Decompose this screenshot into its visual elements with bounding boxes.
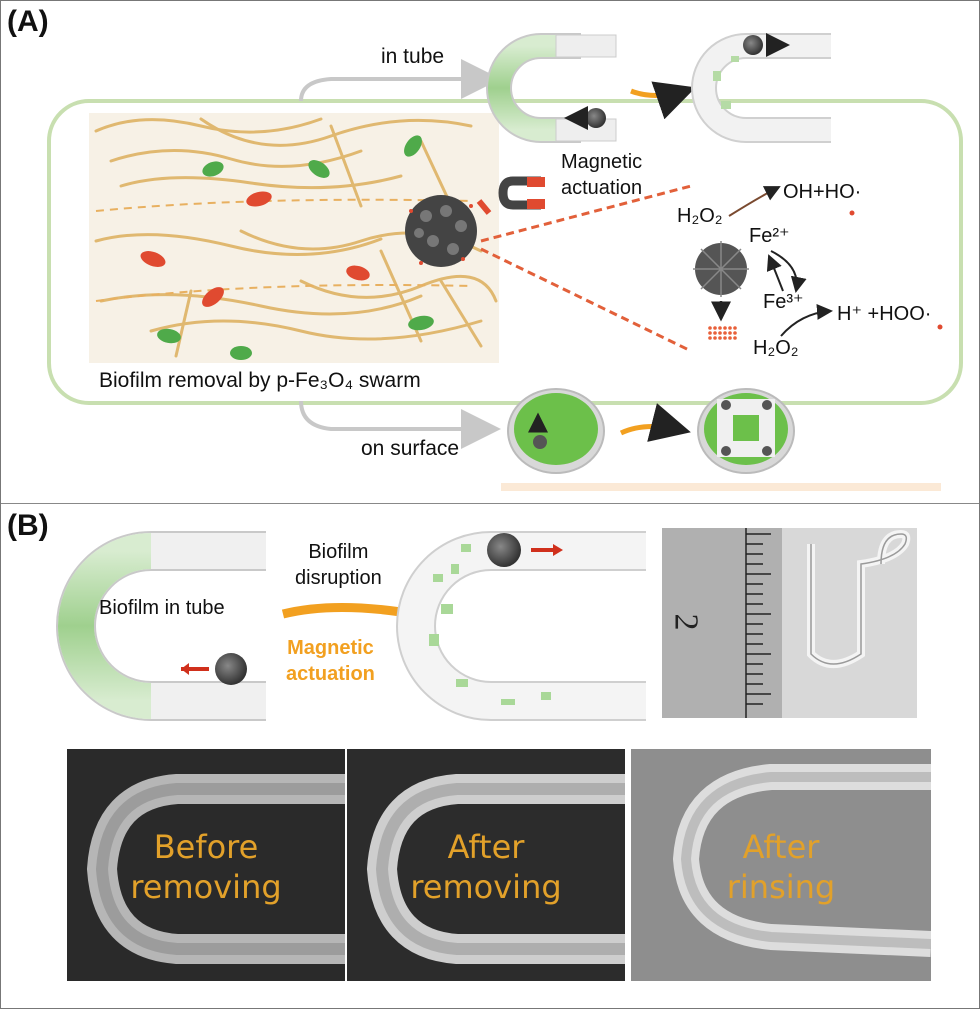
chem-h2o2-bottom: H₂O₂ [753, 337, 799, 359]
tube-transition-arrow [630, 81, 696, 120]
panel-a-diagram [47, 33, 963, 491]
tube-before-icon [486, 33, 617, 143]
dish-transition-arrow [619, 403, 691, 442]
biofilm-illustration [89, 113, 499, 363]
photo-before-removing: Before removing [67, 749, 345, 981]
magnetic-actuation-line2: actuation [561, 177, 643, 199]
magnetic-actuation-arrow [281, 602, 402, 619]
panel-b-diagram [56, 528, 917, 721]
biofilm-disruption-line2: disruption [295, 567, 382, 589]
photo-after-rinsing: After rinsing [631, 749, 931, 981]
panel-a-label: (A) [7, 5, 49, 38]
in-tube-label: in tube [381, 45, 445, 68]
tube-before-large-icon [56, 531, 266, 721]
magnet-icon [498, 176, 545, 210]
on-surface-label: on surface [361, 437, 460, 460]
biofilm-disruption-line1: Biofilm [308, 541, 369, 563]
photo1-caption-line2: removing [130, 868, 282, 906]
photo3-caption-line1: After [742, 828, 820, 866]
fe-cycle-arrow-up [766, 254, 784, 292]
photo1-caption-line1: Before [153, 828, 259, 866]
fe3o4-swarm [405, 195, 477, 267]
photo-after-removing: After removing [347, 749, 625, 981]
photo2-caption-line1: After [447, 828, 525, 866]
on-surface-arrow [299, 400, 501, 449]
tube-after-icon [691, 33, 831, 143]
photo2-caption-line2: removing [410, 868, 562, 906]
magnetic-actuation-label: Magnetic actuation [561, 149, 642, 201]
h2o2-oh-arrow [728, 186, 781, 217]
chem-hoo-products: H⁺ +HOO· [837, 303, 932, 325]
chem-h2o2-top: H₂O₂ [677, 205, 723, 227]
magnetic-actuation-line1: Magnetic [561, 151, 643, 173]
petri-dish-before-icon [507, 388, 605, 474]
biofilm-disruption-label: Biofilm disruption [295, 539, 382, 591]
in-tube-arrow [299, 59, 501, 102]
photo1-caption: Before removing [67, 827, 345, 907]
magnetic-b-line1: Magnetic [287, 637, 374, 659]
nanoparticle-icon [693, 241, 749, 340]
chem-fe2: Fe²⁺ [749, 225, 790, 247]
photo2-caption: After removing [347, 827, 625, 907]
panel-b-label: (B) [7, 509, 49, 542]
magnetic-actuation-b-label: Magnetic actuation [286, 635, 375, 687]
fe-cycle-arrow-down [770, 250, 807, 293]
petri-dish-after-icon [697, 388, 795, 474]
ruler-tube-photo [662, 528, 917, 718]
photo3-caption: After rinsing [631, 827, 931, 907]
biofilm-removal-caption: Biofilm removal by p-Fe₃O₄ swarm [99, 369, 421, 392]
biofilm-in-tube-label: Biofilm in tube [99, 597, 225, 619]
h2o2-hoo-arrow [780, 303, 833, 337]
tube-after-large-icon [396, 531, 646, 721]
chem-oh-products: OH+HO· [783, 181, 862, 203]
ruler-number: 2 [667, 613, 705, 631]
photo3-caption-line2: rinsing [726, 868, 836, 906]
chem-fe3: Fe³⁺ [763, 291, 804, 313]
magnetic-b-line2: actuation [286, 663, 375, 685]
panel-divider [1, 503, 979, 504]
